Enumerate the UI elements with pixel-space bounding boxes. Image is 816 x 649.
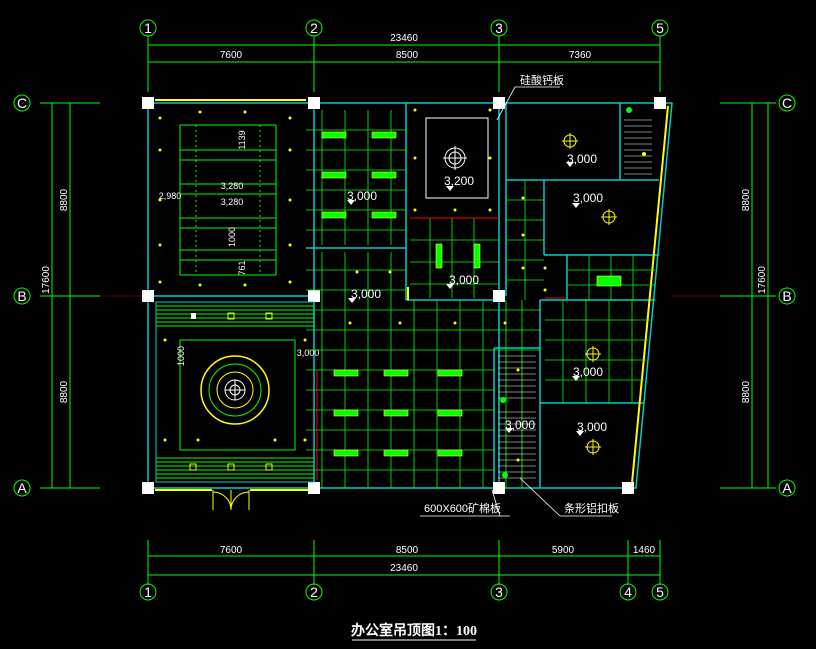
elevation-center: 3,200 — [444, 174, 474, 188]
note-aluminum-strip: 条形铝扣板 — [564, 501, 619, 515]
grid-top-5: 5 — [656, 20, 664, 36]
light-fixtures — [321, 131, 622, 457]
dim-top-1: 7600 — [220, 50, 243, 61]
left-grid-bubbles — [13, 94, 31, 497]
red-lines — [316, 297, 566, 480]
strip-ceilings — [498, 119, 652, 479]
room2-dim-1000: 1000 — [176, 346, 186, 366]
room1-dim-3280a: 3,280 — [221, 181, 244, 191]
room2-lights — [163, 312, 307, 471]
drawing-title: 办公室吊顶图1：100 — [351, 622, 477, 639]
elevation-right-lower: 3,000 — [573, 365, 603, 379]
room-center-lights — [413, 108, 492, 212]
elevation-right-bottom: 3,000 — [577, 420, 607, 434]
small-lights — [348, 152, 646, 462]
dim-right-total: 17600 — [757, 266, 768, 294]
grid-right-b: B — [782, 288, 791, 304]
bottom-grid-bubbles — [139, 583, 669, 601]
grid-bottom-3: 3 — [495, 584, 503, 600]
elevation-markers — [347, 162, 584, 436]
room1-dim-1000: 1000 — [227, 227, 237, 247]
room1-dim-3280b: 3,280 — [221, 197, 244, 207]
room1-dim-761: 761 — [237, 260, 247, 275]
grid-right-a: A — [782, 480, 792, 496]
grid-left-a: A — [17, 480, 27, 496]
elevation-main: 3,000 — [351, 287, 381, 301]
grid-bottom-1: 1 — [144, 584, 152, 600]
top-dimensions — [147, 36, 661, 92]
grid-left-b: B — [17, 288, 26, 304]
elevation-right-mid: 3,000 — [573, 191, 603, 205]
grid-bottom-4: 4 — [624, 584, 632, 600]
dim-left-2: 8800 — [59, 380, 70, 403]
note-calcium-silicate: 硅酸钙板 — [520, 73, 564, 87]
room2-ceiling — [155, 301, 315, 483]
elevation-room3: 3,000 — [347, 189, 377, 203]
leaders — [420, 86, 612, 517]
dim-top-total: 23460 — [390, 33, 418, 44]
fan-markers — [500, 107, 632, 478]
bottom-dimensions — [147, 540, 661, 585]
grid-left-c: C — [17, 95, 27, 111]
grid-top-2: 2 — [310, 20, 318, 36]
dim-top-3: 7360 — [569, 50, 592, 61]
right-grid-bubbles — [778, 94, 796, 497]
room1-dim-1139: 1139 — [237, 130, 247, 149]
room1-dim-2980: 2,980 — [159, 191, 182, 201]
right-dimensions — [720, 102, 776, 489]
elevation-right-top: 3,000 — [567, 152, 597, 166]
top-grid-bubbles — [139, 19, 669, 37]
elevation-corridor: 3,000 — [505, 418, 535, 432]
grid-bottom-2: 2 — [310, 584, 318, 600]
room2-marker — [191, 313, 196, 319]
dim-bottom-4: 1460 — [633, 545, 656, 556]
dim-left-total: 17600 — [41, 266, 52, 294]
grid-right-c: C — [782, 95, 792, 111]
dim-bottom-1: 7600 — [220, 545, 243, 556]
elevation-room4: 3,000 — [449, 273, 479, 287]
right-room-fixtures — [562, 133, 617, 455]
room1-lights — [158, 110, 292, 287]
grid-top-3: 3 — [495, 20, 503, 36]
grid-top-1: 1 — [144, 20, 152, 36]
left-dimensions — [40, 102, 100, 489]
room1-ceiling — [179, 124, 277, 276]
grid-bottom-5: 5 — [656, 584, 664, 600]
dim-bottom-2: 8500 — [396, 545, 419, 556]
dim-left-1: 8800 — [59, 188, 70, 211]
dim-bottom-3: 5900 — [552, 545, 575, 556]
dim-right-1: 8800 — [741, 188, 752, 211]
room-center-ceiling — [410, 117, 499, 219]
dim-bottom-total: 23460 — [390, 563, 418, 574]
dim-right-2: 8800 — [741, 380, 752, 403]
entrance-door — [212, 490, 250, 511]
dim-top-2: 8500 — [396, 50, 419, 61]
yellow-edges — [155, 99, 669, 491]
note-mineral-wool: 600X600矿棉板 — [424, 501, 501, 515]
columns — [142, 97, 666, 494]
room2-dim-3000: 3,000 — [297, 348, 320, 358]
